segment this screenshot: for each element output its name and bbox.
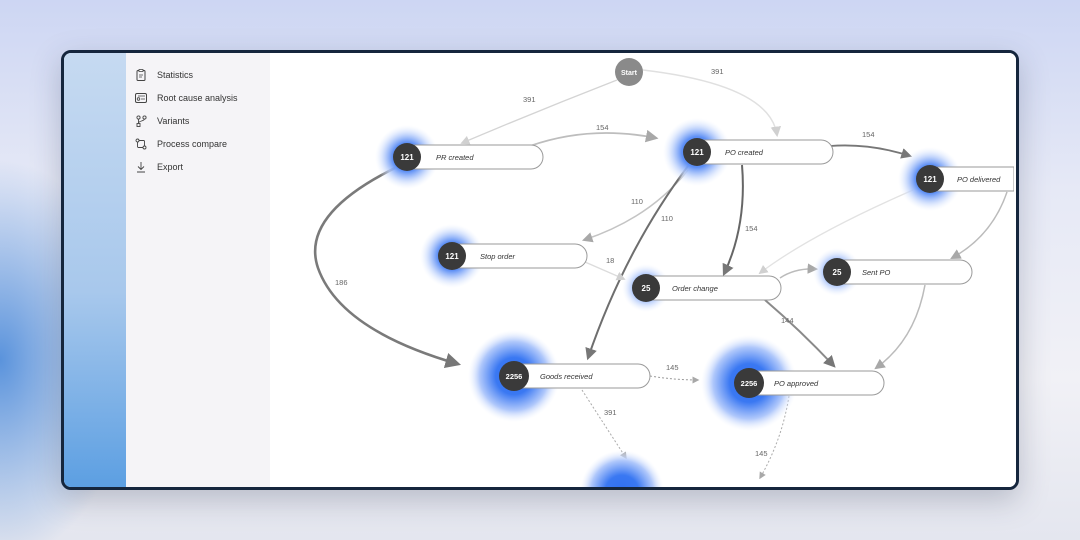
node-count: 25 <box>642 284 651 293</box>
edge-start-po[interactable] <box>642 69 782 138</box>
process-map-canvas[interactable]: 391 391 154 154 110 110 154 186 18 144 1… <box>270 53 1016 487</box>
node-count: 25 <box>833 268 842 277</box>
sidebar: Statistics Root cause analysis Variants … <box>126 53 270 487</box>
node-label: Goods received <box>540 372 593 381</box>
clipboard-icon <box>135 68 147 81</box>
sidebar-item-export[interactable]: Export <box>126 155 270 178</box>
edge-po-change[interactable] <box>722 164 744 277</box>
sidebar-item-root-cause-analysis[interactable]: Root cause analysis <box>126 86 270 109</box>
edge-delivered-change[interactable] <box>758 189 914 275</box>
edge-label: 145 <box>666 363 679 372</box>
node-label: PO delivered <box>957 175 1001 184</box>
node-po-created[interactable]: 121 PO created <box>663 118 834 186</box>
edge-label: 391 <box>523 95 536 104</box>
edge-change-sent[interactable] <box>779 263 819 279</box>
edge-stop-change[interactable] <box>584 261 626 281</box>
node-label: Order change <box>672 284 718 293</box>
edge-start-pr[interactable] <box>460 79 618 145</box>
node-stop-order[interactable]: 121 Stop order <box>420 224 588 288</box>
edge-label: 154 <box>596 123 609 132</box>
edge-label: 144 <box>781 316 794 325</box>
edge-change-approved[interactable] <box>764 299 836 368</box>
edge-label: 18 <box>606 256 614 265</box>
edge-label: 391 <box>604 408 617 417</box>
edge-goods-next[interactable] <box>581 389 627 460</box>
process-map: 391 391 154 154 110 110 154 186 18 144 1… <box>313 58 1014 487</box>
sidebar-item-statistics[interactable]: Statistics <box>126 63 270 86</box>
edge-label: 391 <box>711 67 724 76</box>
node-goods-received[interactable]: 2256 Goods received <box>468 330 651 422</box>
download-icon <box>135 161 147 173</box>
edge-label: 154 <box>745 224 758 233</box>
app-window: Statistics Root cause analysis Variants … <box>61 50 1019 490</box>
node-pr-created[interactable]: 121 PR created <box>375 125 544 189</box>
graph-layer: 391 391 154 154 110 110 154 186 18 144 1… <box>313 58 1014 487</box>
node-label: Sent PO <box>862 268 891 277</box>
edge-sent-approved[interactable] <box>874 284 926 370</box>
edge-label: 110 <box>631 197 643 206</box>
edge-label: 186 <box>335 278 348 287</box>
edge-label: 145 <box>755 449 768 458</box>
node-count: 2256 <box>506 372 523 381</box>
sidebar-item-label: Statistics <box>157 69 194 80</box>
node-sent-po[interactable]: 25 Sent PO <box>813 248 973 296</box>
sidebar-item-label: Process compare <box>157 138 228 149</box>
node-label: PO approved <box>774 379 819 388</box>
node-po-approved[interactable]: 2256 PO approved <box>701 335 885 431</box>
card-icon <box>135 92 147 104</box>
node-label: PR created <box>436 153 474 162</box>
edge-labels: 391 391 154 154 110 110 154 186 18 144 1… <box>335 67 875 458</box>
sidebar-item-variants[interactable]: Variants <box>126 109 270 132</box>
sidebar-nav: Statistics Root cause analysis Variants … <box>126 53 270 178</box>
node-order-change[interactable]: 25 Order change <box>622 264 782 312</box>
sidebar-item-label: Export <box>157 161 184 172</box>
node-count: 121 <box>400 153 414 162</box>
node-count: 121 <box>923 175 937 184</box>
sidebar-item-label: Variants <box>157 115 190 126</box>
edge-pr-goods[interactable] <box>313 166 461 369</box>
edges <box>313 69 1008 480</box>
sidebar-item-label: Root cause analysis <box>157 92 238 103</box>
edge-po-delivered[interactable] <box>829 144 913 159</box>
start-label: Start <box>621 70 638 77</box>
edge-label: 110 <box>661 214 673 223</box>
node-count: 2256 <box>741 379 758 388</box>
compare-icon <box>135 138 147 150</box>
node-po-delivered[interactable]: 121 PO delivered <box>898 147 1014 211</box>
edge-delivered-sent[interactable] <box>950 191 1008 260</box>
sidebar-item-process-compare[interactable]: Process compare <box>126 132 270 155</box>
edge-pr-po[interactable] <box>529 129 659 147</box>
left-accent-strip <box>64 53 126 487</box>
edge-goods-approved[interactable] <box>649 375 700 384</box>
start-node[interactable]: Start <box>615 58 643 86</box>
edge-po-goods[interactable] <box>585 165 689 361</box>
branch-icon <box>135 114 147 127</box>
node-count: 121 <box>690 148 704 157</box>
node-label: Stop order <box>480 252 516 261</box>
node-count: 121 <box>445 252 459 261</box>
edge-label: 154 <box>862 130 875 139</box>
offscreen-node[interactable] <box>580 450 664 487</box>
node-label: PO created <box>725 148 764 157</box>
